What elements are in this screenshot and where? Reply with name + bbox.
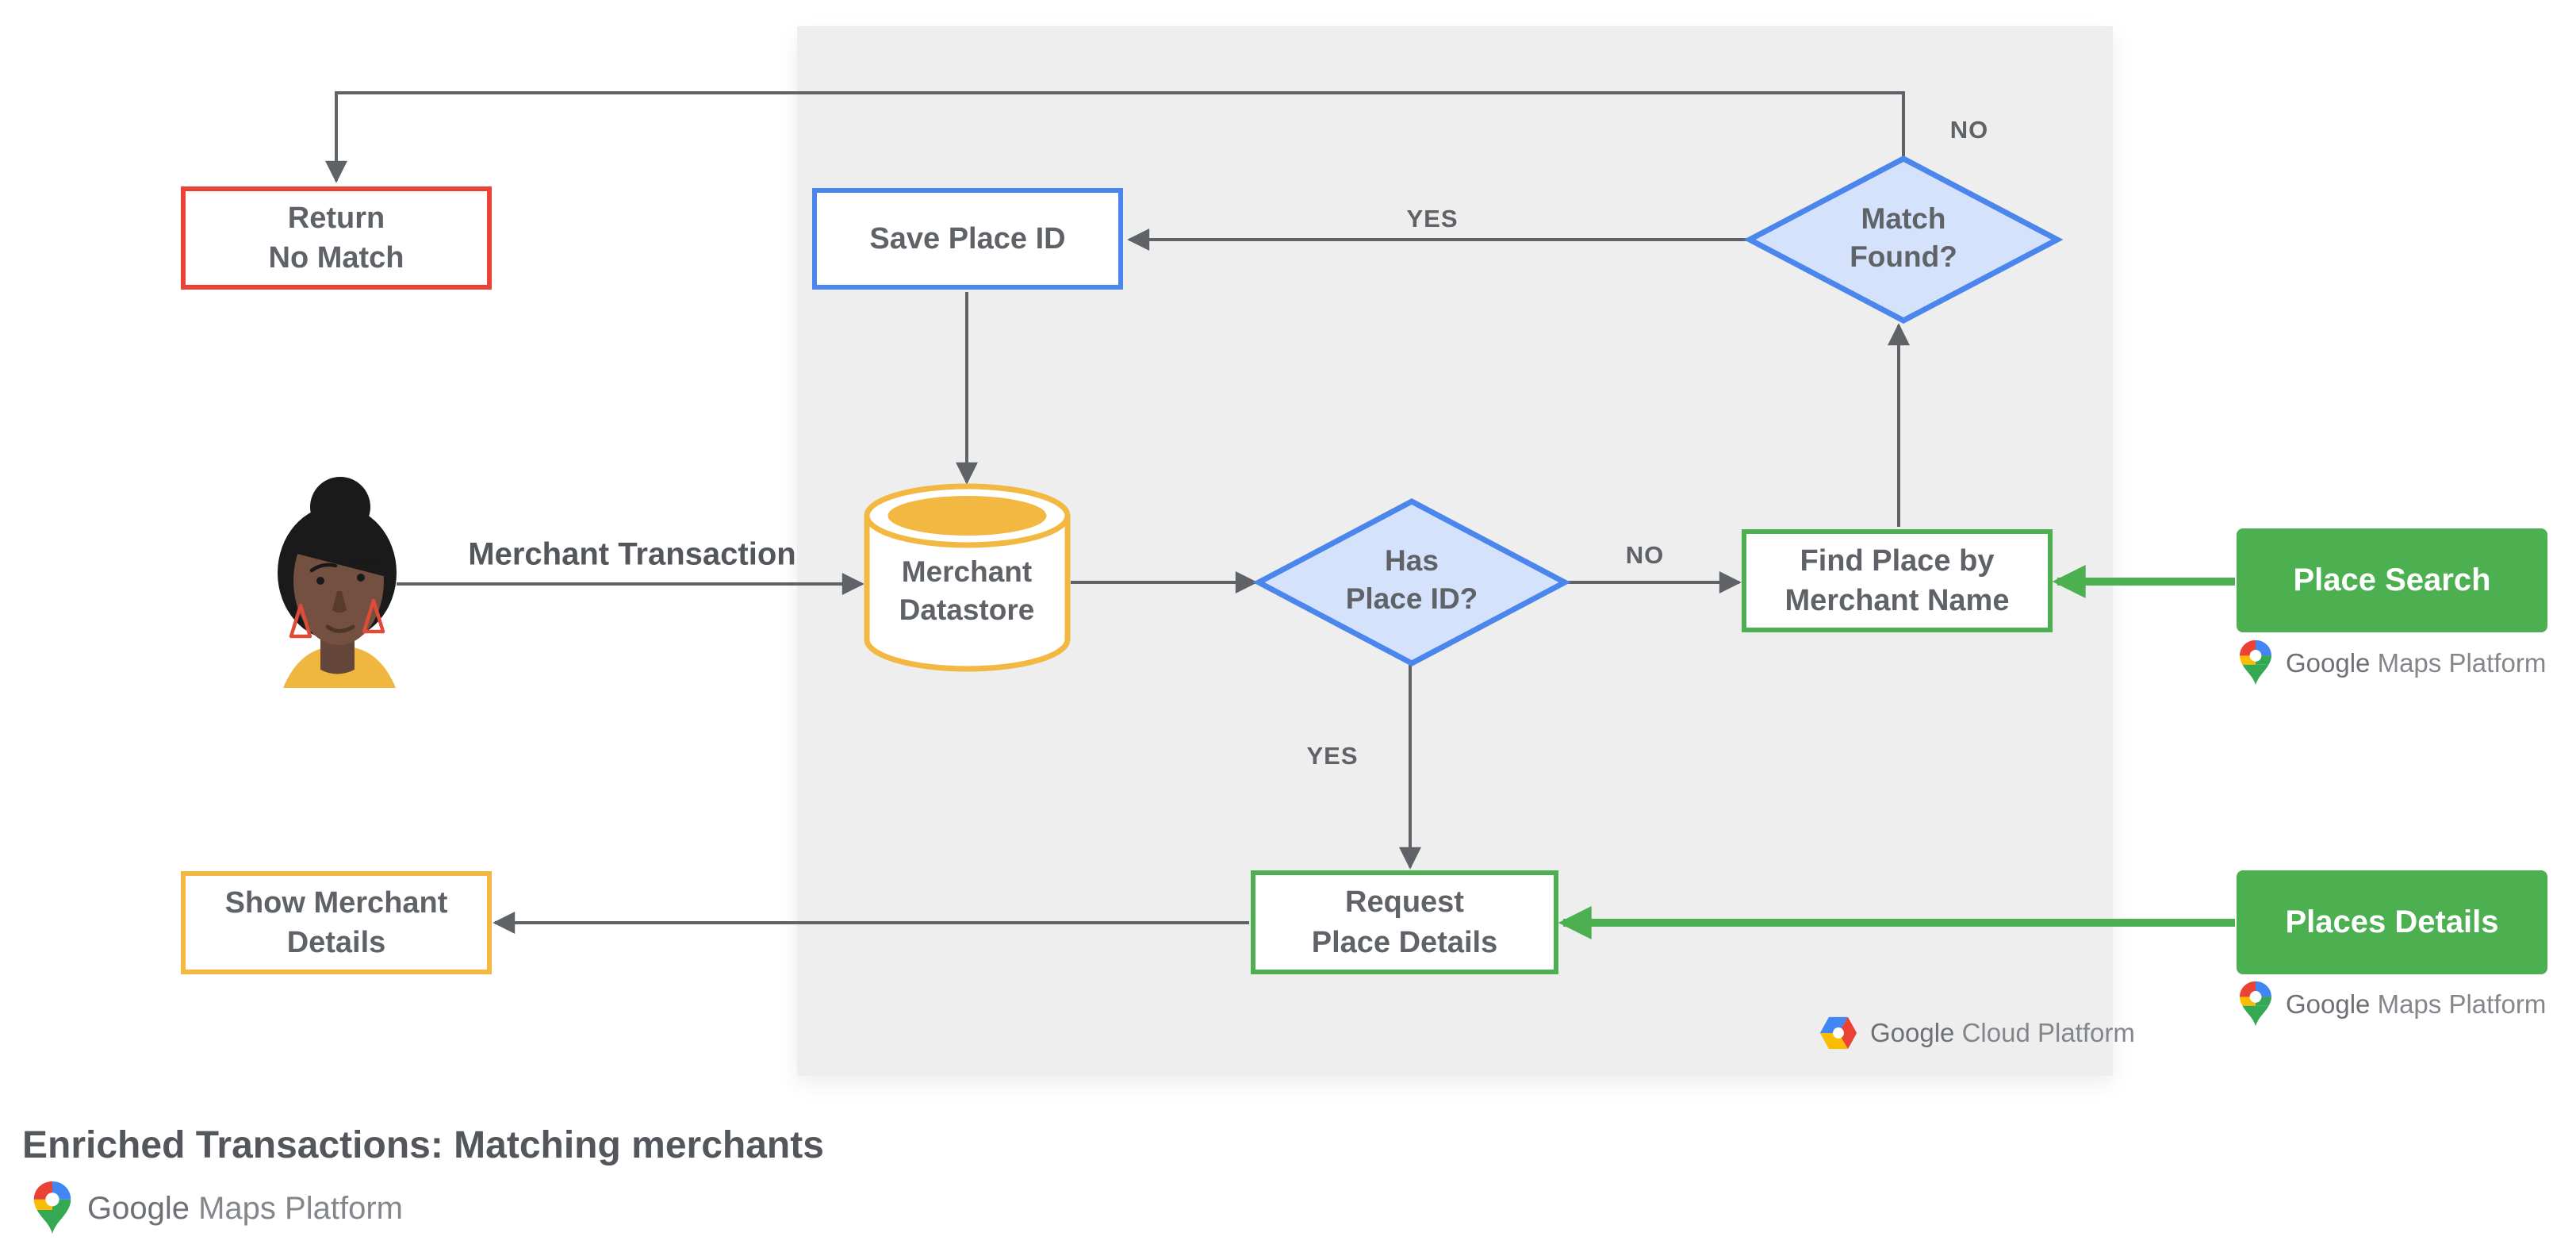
edge-label-has-place-id-yes: YES: [1306, 742, 1359, 770]
node-save-place-id: Save Place ID: [812, 188, 1123, 290]
api-box-places-details: Places Details: [2237, 870, 2547, 974]
api-box-place-search: Place Search: [2237, 528, 2547, 632]
node-find-place-by-merchant-name: Find Place by Merchant Name: [1742, 529, 2053, 632]
google-cloud-platform-wordmark: Google Cloud Platform: [1870, 1018, 2135, 1047]
google-maps-pin-icon: [32, 1181, 73, 1236]
google-maps-platform-logo: Google Maps Platform: [32, 1181, 403, 1236]
diagram-title: Enriched Transactions: Matching merchant…: [22, 1124, 824, 1166]
node-show-merchant-details: Show Merchant Details: [181, 871, 492, 974]
edge-label-match-found-no: NO: [1949, 116, 1989, 144]
google-cloud-platform-logo: Google Cloud Platform: [1819, 1016, 2135, 1050]
google-maps-platform-logo: Google Maps Platform: [2238, 981, 2546, 1028]
edge-label-match-found-yes: YES: [1406, 205, 1459, 232]
google-maps-platform-wordmark: Google Maps Platform: [2286, 648, 2547, 678]
edge-label-has-place-id-no: NO: [1625, 541, 1665, 569]
google-maps-platform-wordmark: Google Maps Platform: [2286, 989, 2547, 1019]
node-has-place-id-label: Has Place ID?: [1345, 543, 1478, 615]
node-return-no-match: Return No Match: [181, 186, 492, 290]
google-maps-pin-icon: [2238, 639, 2273, 687]
google-cloud-hexagon-icon: [1819, 1016, 1857, 1050]
google-maps-pin-icon: [2238, 981, 2273, 1028]
node-request-place-details: Request Place Details: [1251, 870, 1558, 974]
google-maps-platform-logo: Google Maps Platform: [2238, 639, 2546, 687]
node-merchant-datastore-label: Merchant Datastore: [899, 555, 1035, 626]
edge-label-merchant-transaction: Merchant Transaction: [468, 536, 796, 572]
merchant-user-avatar: [278, 477, 397, 688]
google-maps-platform-wordmark: Google Maps Platform: [87, 1190, 403, 1226]
node-match-found-label: Match Found?: [1850, 202, 1957, 273]
